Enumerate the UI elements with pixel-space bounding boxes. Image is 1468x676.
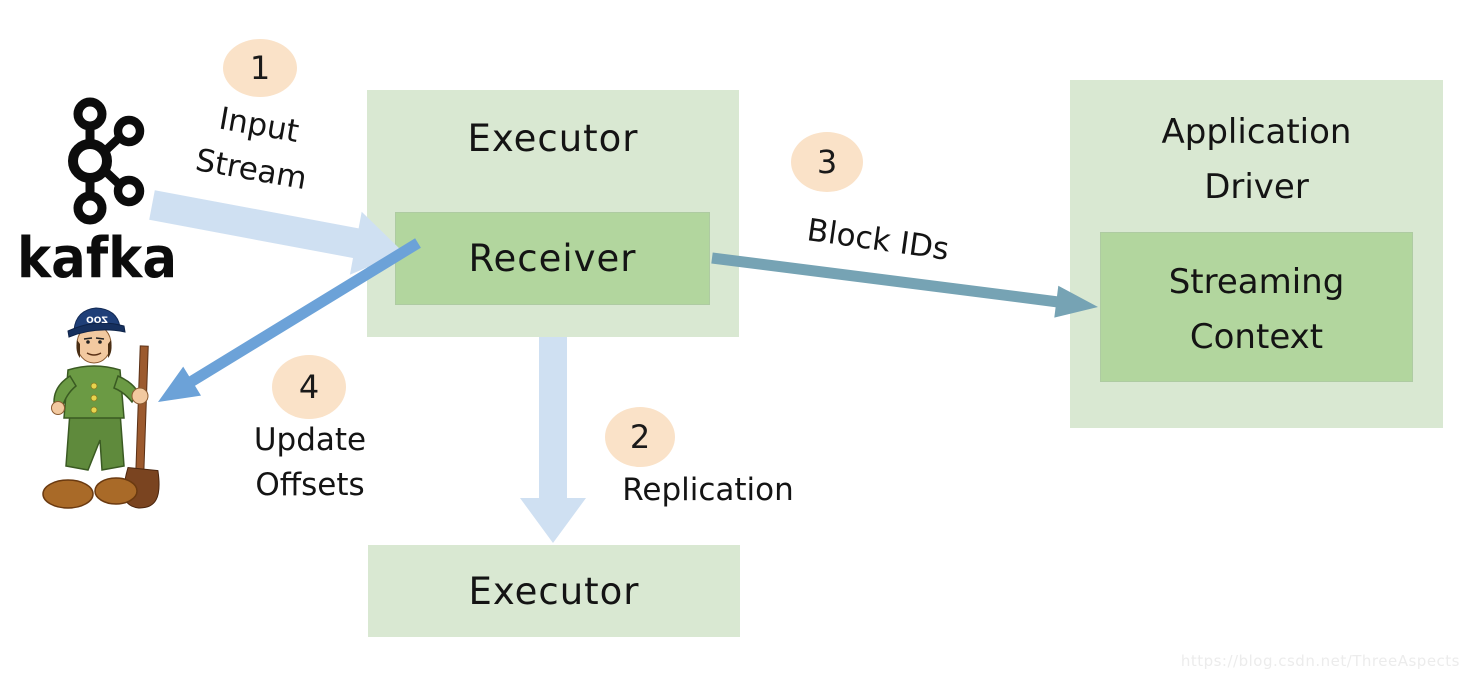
input-stream-arrow [149, 190, 403, 275]
step-2-badge: 2 [605, 407, 675, 467]
receiver-label: Receiver [468, 237, 637, 280]
update-offsets-line1: Update [253, 422, 367, 458]
step-1-number: 1 [249, 49, 271, 87]
kafka-wordmark: kafka [17, 226, 177, 290]
update-offsets-label: Update Offsets [222, 418, 398, 508]
kafka-logo: kafka [15, 95, 185, 294]
application-driver-line1: Application [1161, 112, 1352, 152]
watermark: https://blog.csdn.net/ThreeAspects [1180, 652, 1460, 670]
kafka-icon: kafka [17, 97, 177, 291]
zookeeper-figure: ZOO [42, 307, 160, 509]
step-4-number: 4 [298, 368, 320, 406]
step-3-number: 3 [816, 143, 838, 181]
streaming-context-box: Streaming Context [1100, 232, 1413, 382]
replication-arrow [520, 337, 586, 543]
step-4-badge: 4 [272, 355, 346, 419]
zookeeper-cap-text: ZOO [86, 316, 108, 326]
executor-bottom-label: Executor [468, 569, 640, 613]
application-driver-line2: Driver [1204, 167, 1309, 207]
zookeeper-cap: ZOO [67, 307, 126, 338]
replication-label: Replication [622, 472, 794, 508]
step-2-number: 2 [629, 418, 651, 456]
step-1-badge: 1 [223, 39, 297, 97]
input-stream-label: Input Stream [173, 91, 336, 206]
update-offsets-line2: Offsets [255, 467, 365, 503]
streaming-context-label: Streaming Context [1101, 255, 1412, 365]
block-ids-label: Block IDs [804, 212, 952, 268]
streaming-context-line2: Context [1189, 317, 1324, 357]
streaming-context-line1: Streaming [1168, 262, 1345, 302]
executor-bottom-box: Executor [368, 545, 740, 637]
application-driver-label: Application Driver [1070, 105, 1443, 215]
executor-top-label: Executor [467, 117, 639, 160]
receiver-box: Receiver [395, 212, 710, 305]
zookeeper-character: ZOO [20, 300, 180, 519]
step-3-badge: 3 [791, 132, 863, 192]
